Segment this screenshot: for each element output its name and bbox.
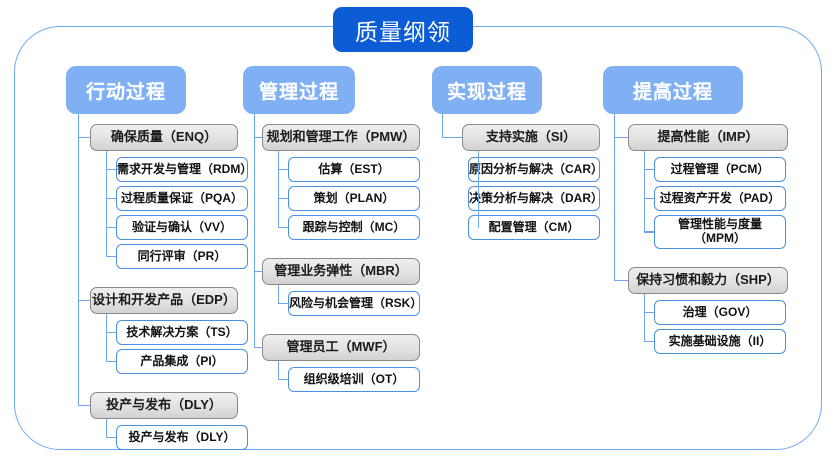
connector-group-to-leaf	[106, 197, 116, 200]
connector-group-spine	[278, 151, 280, 228]
connector-group-spine	[644, 294, 646, 342]
group-box-improvement-0[interactable]: 提高性能（IMP）	[628, 124, 788, 151]
connector-group-to-leaf	[644, 168, 654, 171]
connector-column-spine-action	[78, 114, 80, 406]
group-box-management-1[interactable]: 管理业务弹性（MBR）	[262, 258, 420, 285]
leaf-box-management-0-0[interactable]: 估算（EST）	[288, 157, 420, 182]
column-header-action[interactable]: 行动过程	[66, 66, 186, 114]
leaf-box-action-0-2[interactable]: 验证与确认（VV）	[116, 215, 248, 240]
connector-column-spine-management	[254, 114, 256, 348]
connector-group-to-leaf	[644, 197, 654, 200]
group-box-improvement-1[interactable]: 保持习惯和毅力（SHP）	[628, 267, 788, 294]
leaf-box-management-0-2[interactable]: 跟踪与控制（MC）	[288, 215, 420, 240]
leaf-box-action-0-0[interactable]: 需求开发与管理（RDM）	[116, 157, 252, 182]
connector-group-to-leaf	[278, 168, 288, 171]
leaf-box-improvement-0-1[interactable]: 过程资产开发（PAD）	[654, 186, 786, 211]
connector-column-spine-improvement	[614, 114, 616, 281]
leaf-box-action-1-0[interactable]: 技术解决方案（TS）	[116, 320, 248, 345]
group-box-action-2[interactable]: 投产与发布（DLY）	[90, 392, 238, 419]
connector-trunk-to-group	[78, 136, 90, 139]
connector-group-to-leaf	[106, 226, 116, 229]
connector-trunk-to-group	[442, 136, 462, 139]
leaf-box-improvement-0-2[interactable]: 管理性能与度量（MPM）	[654, 215, 786, 249]
connector-trunk-to-group	[78, 404, 90, 407]
leaf-box-action-0-3[interactable]: 同行评审（PR）	[116, 244, 248, 269]
connector-group-spine	[478, 151, 480, 228]
connector-group-to-leaf	[278, 302, 288, 305]
leaf-box-realization-0-1[interactable]: 决策分析与解决（DAR）	[468, 186, 603, 211]
connector-group-to-leaf	[278, 378, 288, 381]
group-box-action-0[interactable]: 确保质量（ENQ）	[90, 124, 238, 151]
connector-group-to-leaf	[644, 231, 654, 233]
leaf-box-management-2-0[interactable]: 组织级培训（OT）	[288, 367, 420, 392]
column-header-realization[interactable]: 实现过程	[432, 66, 542, 114]
connector-trunk-to-group	[78, 299, 90, 302]
connector-group-to-leaf	[644, 340, 654, 343]
leaf-box-management-1-0[interactable]: 风险与机会管理（RSK）	[288, 291, 422, 316]
connector-group-spine	[278, 285, 280, 304]
connector-group-to-leaf	[106, 360, 116, 363]
connector-group-to-leaf	[278, 226, 288, 229]
connector-group-spine	[106, 314, 108, 362]
connector-trunk-to-group	[614, 279, 628, 282]
leaf-box-improvement-1-1[interactable]: 实施基础设施（II）	[654, 329, 786, 354]
connector-trunk-to-group	[254, 136, 262, 139]
connector-group-spine	[278, 361, 280, 380]
main-title: 质量纲领	[333, 7, 473, 52]
connector-group-to-leaf	[106, 255, 116, 258]
connector-group-spine	[644, 151, 646, 232]
connector-group-to-leaf	[106, 436, 116, 439]
connector-group-to-leaf	[106, 168, 116, 171]
group-box-management-0[interactable]: 规划和管理工作（PMW）	[262, 124, 420, 151]
leaf-box-improvement-1-0[interactable]: 治理（GOV）	[654, 300, 786, 325]
group-box-management-2[interactable]: 管理员工（MWF）	[262, 334, 420, 361]
group-box-action-1[interactable]: 设计和开发产品（EDP）	[90, 287, 238, 314]
leaf-box-realization-0-2[interactable]: 配置管理（CM）	[468, 215, 600, 240]
connector-group-spine	[106, 419, 108, 438]
leaf-box-improvement-0-0[interactable]: 过程管理（PCM）	[654, 157, 786, 182]
connector-group-to-leaf	[644, 311, 654, 314]
column-header-improvement[interactable]: 提高过程	[603, 66, 743, 114]
leaf-box-action-1-1[interactable]: 产品集成（PI）	[116, 349, 248, 374]
leaf-box-action-2-0[interactable]: 投产与发布（DLY）	[116, 425, 248, 450]
connector-trunk-to-group	[254, 346, 262, 349]
connector-column-spine-realization	[442, 114, 444, 138]
leaf-box-action-0-1[interactable]: 过程质量保证（PQA）	[116, 186, 248, 211]
leaf-box-realization-0-0[interactable]: 原因分析与解决（CAR）	[468, 157, 603, 182]
connector-trunk-to-group	[614, 136, 628, 139]
leaf-box-management-0-1[interactable]: 策划（PLAN）	[288, 186, 420, 211]
column-header-management[interactable]: 管理过程	[243, 66, 355, 114]
connector-group-spine	[106, 151, 108, 257]
group-box-realization-0[interactable]: 支持实施（SI）	[462, 124, 600, 151]
connector-group-to-leaf	[278, 197, 288, 200]
connector-trunk-to-group	[254, 270, 262, 273]
connector-group-to-leaf	[106, 331, 116, 334]
